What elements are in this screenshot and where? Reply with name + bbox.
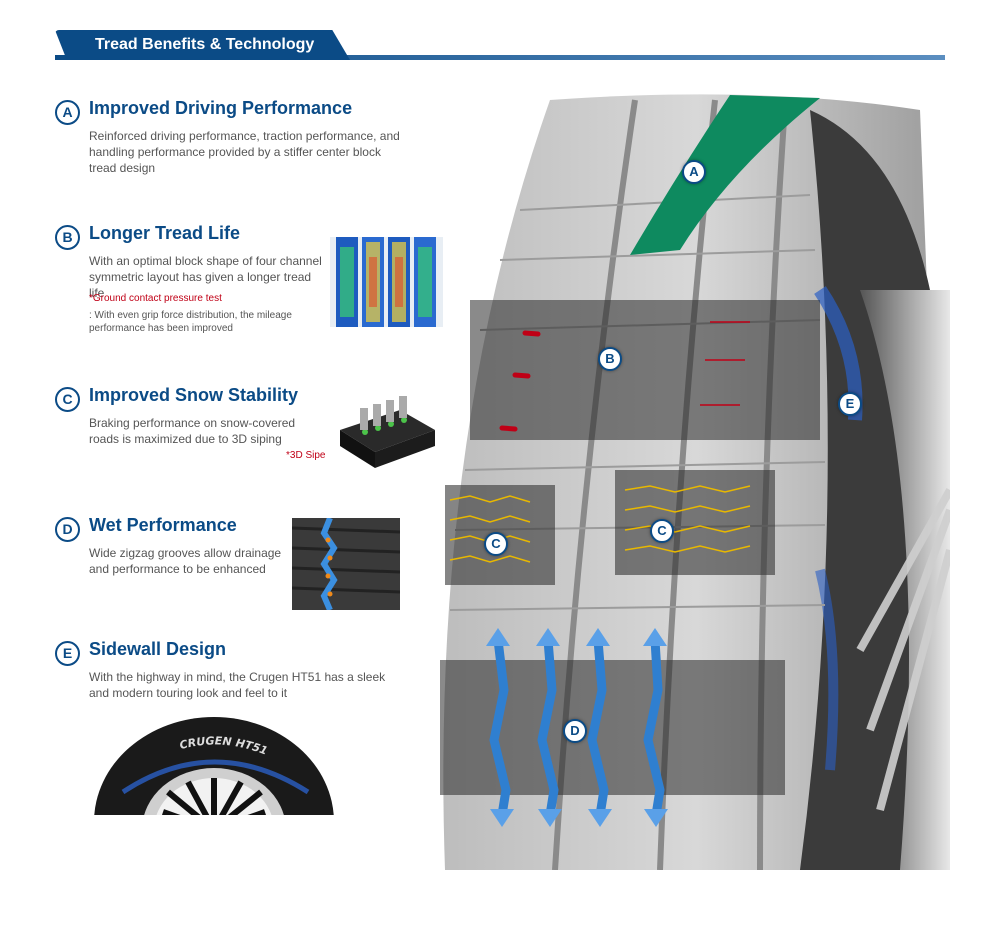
feature-driving-performance: A Improved Driving Performance Reinforce… — [55, 98, 415, 180]
pressure-test-note: : With even grip force distribution, the… — [89, 310, 292, 334]
feature-badge-b: B — [55, 225, 80, 250]
feature-description: Wide zigzag grooves allow drainage and p… — [89, 546, 282, 576]
3d-sipe-image — [330, 390, 440, 470]
zigzag-groove-image — [292, 518, 400, 610]
feature-badge-d: D — [55, 517, 80, 542]
sidewall-tire-image: CRUGEN HT51 — [93, 712, 336, 815]
feature-tread-life: B Longer Tread Life With an optimal bloc… — [55, 223, 415, 335]
3d-sipe-label: *3D Sipe — [286, 450, 326, 461]
feature-badge-c: C — [55, 387, 80, 412]
header-tab — [55, 30, 350, 60]
pressure-test-note-title: *Ground contact pressure test — [89, 293, 222, 304]
feature-title: Improved Driving Performance — [89, 98, 353, 118]
feature-snow-stability: C Improved Snow Stability Braking perfor… — [55, 385, 415, 457]
callout-c-left: C — [484, 532, 508, 556]
section-header: Tread Benefits & Technology — [55, 30, 945, 62]
tire-tread-illustration: A B E C C D — [430, 90, 954, 871]
feature-badge-a: A — [55, 100, 80, 125]
feature-description: With an optimal block shape of four chan… — [89, 254, 322, 300]
feature-title: Longer Tread Life — [89, 223, 241, 243]
callout-d: D — [563, 719, 587, 743]
feature-sidewall-design: E Sidewall Design With the highway in mi… — [55, 639, 415, 711]
feature-description: With the highway in mind, the Crugen HT5… — [89, 670, 386, 700]
callout-a: A — [682, 160, 706, 184]
callout-b: B — [598, 347, 622, 371]
feature-description: Braking performance on snow-covered road… — [89, 416, 296, 446]
feature-description: Reinforced driving performance, traction… — [89, 129, 400, 175]
feature-title: Sidewall Design — [89, 639, 227, 659]
page-title: Tread Benefits & Technology — [95, 36, 315, 53]
callout-c-right: C — [650, 519, 674, 543]
feature-wet-performance: D Wet Performance Wide zigzag grooves al… — [55, 515, 415, 587]
header-rule — [55, 55, 945, 60]
pressure-test-image — [330, 237, 443, 327]
feature-title: Improved Snow Stability — [89, 385, 299, 405]
callout-e: E — [838, 392, 862, 416]
feature-badge-e: E — [55, 641, 80, 666]
feature-title: Wet Performance — [89, 515, 237, 535]
